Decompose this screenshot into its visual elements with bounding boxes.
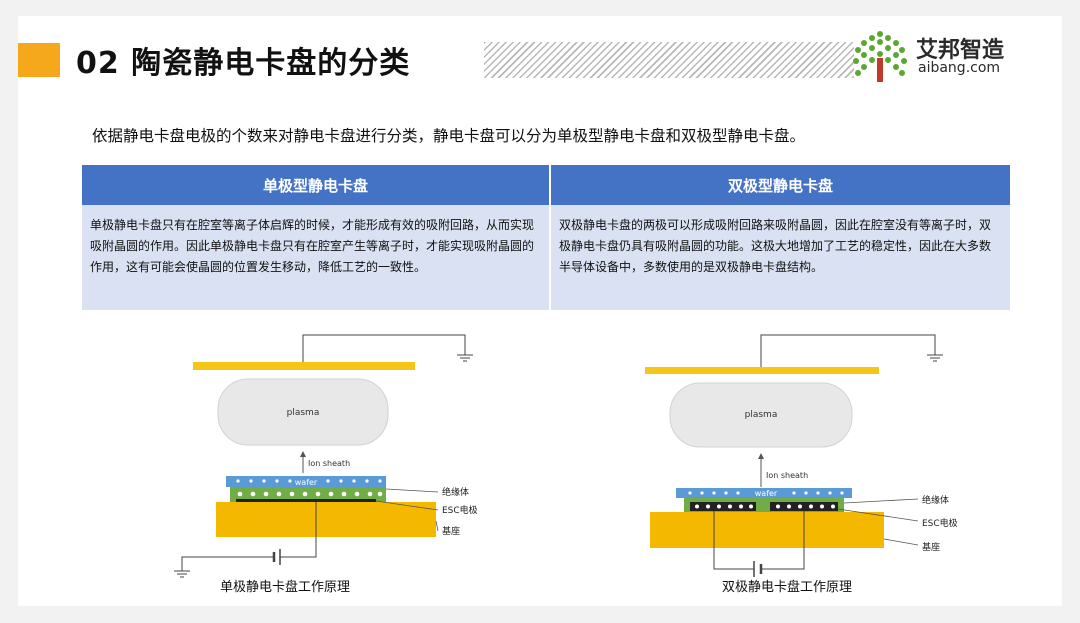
plasma-label: plasma: [745, 410, 778, 420]
tree-logo-icon: [853, 31, 907, 82]
base: [216, 502, 436, 537]
wafer-label: wafer: [755, 489, 778, 498]
top-plate: [645, 367, 879, 374]
ground-icon: [174, 570, 190, 578]
base-label: 基座: [442, 525, 460, 537]
wafer: [676, 488, 852, 498]
base-label: 基座: [922, 541, 940, 553]
intro-text: 依据静电卡盘电极的个数来对静电卡盘进行分类，静电卡盘可以分为单极型静电卡盘和双极…: [92, 127, 806, 145]
insulator-label: 绝缘体: [922, 494, 949, 506]
monopolar-diagram: plasma Ion sheath wafer 绝缘体 ESC电极: [174, 334, 478, 578]
wafer-label: wafer: [295, 478, 318, 487]
title-accent-block: [18, 43, 60, 77]
ground-icon: [927, 354, 943, 362]
page-title: 02 陶瓷静电卡盘的分类: [76, 46, 411, 81]
esc-electrode: [236, 499, 376, 502]
plasma-cloud: [669, 382, 853, 448]
decorative-hatch: [484, 42, 854, 78]
top-plate: [193, 362, 415, 370]
base: [650, 512, 884, 548]
ground-icon: [457, 354, 473, 362]
esc-electrode-left: [690, 502, 756, 511]
electrode-label: ESC电极: [442, 504, 478, 516]
plasma-cloud: [217, 378, 389, 446]
table-cell-monopolar: 单极静电卡盘只有在腔室等离子体启辉的时候，才能形成有效的吸附回路，从而实现吸附晶…: [82, 205, 549, 310]
caption-bipolar: 双极静电卡盘工作原理: [722, 580, 853, 595]
slide: 02 陶瓷静电卡盘的分类 艾邦智造 aibang.com 依据静电卡盘电极的个数…: [18, 16, 1062, 606]
ion-sheath-label: Ion sheath: [308, 459, 350, 468]
caption-monopolar: 单极静电卡盘工作原理: [220, 580, 351, 595]
ion-sheath-label: Ion sheath: [766, 471, 808, 480]
logo: 艾邦智造 aibang.com: [850, 28, 1040, 88]
esc-electrode-right: [770, 502, 838, 511]
wafer: [226, 476, 386, 487]
table-cell-bipolar: 双极静电卡盘的两极可以形成吸附回路来吸附晶圆，因此在腔室没有等离子时，双极静电卡…: [551, 205, 1010, 310]
plasma-label: plasma: [287, 408, 320, 418]
logo-cn-text: 艾邦智造: [916, 38, 1005, 63]
electrode-label: ESC电极: [922, 517, 958, 529]
insulator-layer: [230, 487, 386, 502]
logo-en-text: aibang.com: [918, 60, 1001, 76]
bipolar-diagram: plasma Ion sheath wafer 绝缘体 ESC电极: [645, 334, 958, 577]
table-header-monopolar: 单极型静电卡盘: [82, 165, 549, 205]
table-header-bipolar: 双极型静电卡盘: [551, 165, 1010, 205]
insulator-label: 绝缘体: [442, 486, 469, 498]
